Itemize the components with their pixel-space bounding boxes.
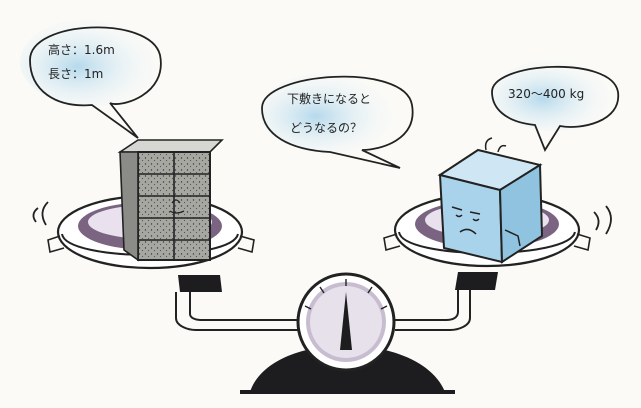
left-speech-bubble bbox=[20, 18, 164, 139]
motion-lines bbox=[32, 201, 612, 235]
scale-dial bbox=[296, 272, 396, 372]
question-line-1: 下敷きになると bbox=[287, 92, 372, 106]
middle-speech-bubble bbox=[260, 72, 414, 169]
cube-character bbox=[437, 137, 544, 264]
right-speech-bubble bbox=[491, 59, 619, 152]
dial-needle bbox=[340, 292, 352, 350]
shelf-block bbox=[117, 139, 224, 262]
height-label: 高さ：1.6m bbox=[48, 43, 115, 57]
weight-label: 320～400 kg bbox=[508, 87, 585, 101]
length-label: 長さ：1m bbox=[48, 67, 104, 81]
question-line-2: どうなるの？ bbox=[290, 121, 363, 135]
scale-arm bbox=[175, 272, 498, 331]
